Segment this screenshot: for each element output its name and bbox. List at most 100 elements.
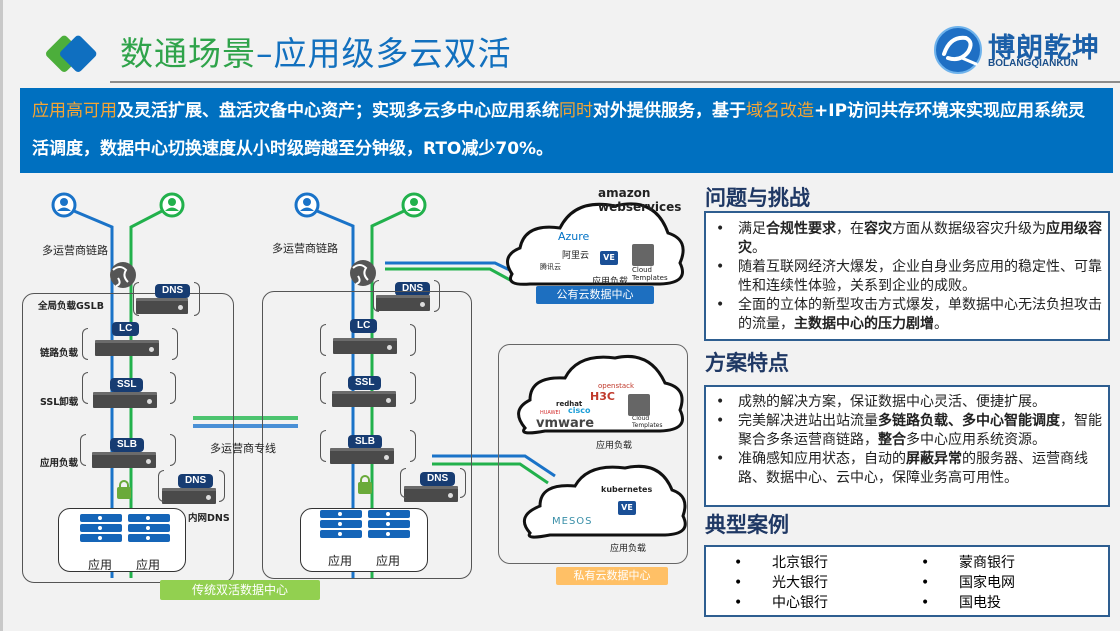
- cisco-logo: cisco: [568, 406, 591, 415]
- bracket: [170, 372, 176, 404]
- item-text: 全面的立体的新型攻击方式爆发，单数据中心无法负担攻击的流量，: [738, 297, 1102, 332]
- right-app-label-1: 应用: [328, 554, 353, 568]
- app-server-icon: [128, 514, 170, 522]
- problems-box: 满足合规性要求，在容灾方面从数据级容灾升级为应用级容灾。随着互联网经济大爆发，企…: [704, 211, 1110, 341]
- cloud-templates-icon-public: [632, 244, 654, 266]
- cases-title: 典型案例: [705, 513, 789, 537]
- title-green-part: 数通场景: [120, 34, 256, 73]
- aws-logo: amazon webservices: [598, 186, 682, 214]
- item-text: 的服务器、运营商线路、数据中心、云中心，保障业务高可用性。: [738, 451, 1088, 486]
- traditional-dc-tag: 传统双活数据中心: [160, 580, 320, 600]
- banner-text: 及灵活扩展、盘活灾备中心资产；实现多云多中心应用系统: [117, 101, 559, 121]
- internal-dns-server-right: [404, 486, 458, 502]
- app-server-icon: [80, 534, 122, 542]
- public-cloud-link-green: [385, 267, 513, 283]
- emphasis-text: 屏蔽异常: [906, 451, 962, 467]
- title-dash: –: [256, 34, 274, 73]
- problems-title: 问题与挑战: [705, 186, 810, 210]
- gslb-dns-server: [136, 298, 188, 314]
- problems-item: 全面的立体的新型攻击方式爆发，单数据中心无法负担攻击的流量，主数据中心的压力剧增…: [706, 296, 1108, 334]
- app-server-icon: [320, 510, 362, 518]
- bracket: [133, 282, 139, 316]
- private-cloud-bottom-shape: [522, 464, 687, 539]
- slb-badge-right: SLB: [348, 435, 382, 449]
- private-cloud-link-blue: [432, 454, 556, 478]
- emphasis-text: 容灾: [864, 221, 892, 237]
- app-lb-server-right: [330, 448, 394, 464]
- item-text: 完美解决进站出站流量: [738, 413, 878, 429]
- ssl-server: [93, 392, 157, 408]
- gslb-dns-server-right: [376, 295, 430, 311]
- brand-globe-icon: [934, 26, 982, 74]
- lock-icon-left: [117, 480, 131, 499]
- brand-logo: 博朗乾坤 BOLANGQIANKUN: [932, 24, 1112, 76]
- item-text: ，在: [836, 221, 864, 237]
- internet-globe-icon-right: [350, 260, 376, 286]
- emphasis-text: 主数据中心的压力剧增: [794, 316, 934, 332]
- huawei-logo: HUAWEI: [540, 410, 561, 416]
- features-item: 准确感知应用状态，自动的屏蔽异常的服务器、运营商线路、数据中心、云中心，保障业务…: [706, 450, 1108, 488]
- item-text: 成熟的解决方案，保证数据中心灵活、便捷扩展。: [738, 394, 1046, 410]
- dedicated-line-label: 多运营商专线: [210, 442, 276, 455]
- bracket: [320, 324, 326, 356]
- bracket: [158, 470, 164, 502]
- cases-grid: 北京银行蒙商银行光大银行国家电网中心银行国电投: [706, 547, 1108, 613]
- app-server-icon: [368, 510, 410, 518]
- app-server-icon: [128, 524, 170, 532]
- app-server-icon: [320, 520, 362, 528]
- private-cloud-templates-label: Cloud Templates: [632, 415, 663, 429]
- case-item: 光大银行: [734, 573, 921, 593]
- bracket: [194, 282, 200, 316]
- app-server-icon: [320, 530, 362, 538]
- slb-badge: SLB: [110, 438, 144, 452]
- vmware-logo: vmware: [536, 416, 595, 431]
- item-text: 方面从数据级容灾升级为: [892, 221, 1046, 237]
- ssl-offload-label: SSL卸载: [40, 397, 79, 408]
- bracket: [219, 470, 225, 502]
- link-lb-server-right: [333, 338, 397, 354]
- banner-text: 对外提供服务，基于: [593, 101, 746, 121]
- banner-highlight: 应用高可用: [32, 101, 117, 121]
- left-isp-link-label: 多运营商链路: [42, 244, 108, 257]
- bracket: [82, 328, 88, 360]
- public-cloud-tag: 公有云数据中心: [536, 286, 654, 304]
- app-server-icon: [80, 514, 122, 522]
- problems-item: 随着互联网经济大爆发，企业自身业务应用的稳定性、可靠性和连续性体验，关系到企业的…: [706, 258, 1108, 296]
- item-text: 满足: [738, 221, 766, 237]
- item-text: 。: [934, 316, 948, 332]
- link-lb-server: [95, 340, 159, 356]
- case-item: 北京银行: [734, 553, 921, 573]
- app-server-icon: [128, 534, 170, 542]
- bracket: [82, 372, 88, 404]
- app-server-icon: [368, 530, 410, 538]
- redhat-logo: redhat: [556, 400, 583, 408]
- bracket: [172, 328, 178, 360]
- left-app-label-2: 应用: [136, 558, 161, 572]
- features-item: 完美解决进站出站流量多链路负载、多中心智能调度，智能聚合多条运营商链路，整合多中…: [706, 412, 1108, 450]
- private-cloud-box: [498, 344, 688, 564]
- internet-globe-icon-left: [110, 262, 136, 288]
- banner-highlight: 域名改造: [746, 101, 814, 121]
- features-item: 成熟的解决方案，保证数据中心灵活、便捷扩展。: [706, 393, 1108, 412]
- right-datacenter-box: [262, 291, 472, 579]
- bracket: [373, 280, 379, 312]
- title-blue-part: 应用级多云双活: [273, 34, 512, 73]
- left-edge-bar: [0, 0, 3, 631]
- features-box: 成熟的解决方案，保证数据中心灵活、便捷扩展。完美解决进站出站流量多链路负载、多中…: [704, 385, 1110, 507]
- right-isp-link-label: 多运营商链路: [272, 242, 338, 255]
- app-server-icon: [80, 524, 122, 532]
- emphasis-text: 多链路负载、多中心智能调度: [878, 413, 1060, 429]
- brand-subtitle: BOLANGQIANKUN: [988, 58, 1078, 69]
- tencent-cloud-logo: 腾讯云: [540, 263, 561, 271]
- title-diamond-icon: [46, 35, 97, 72]
- lc-badge: LC: [112, 322, 140, 336]
- banner-text: +IP访问共存环境来实现应用系统灵活调度，数据中心切换速度从小时级跨越至分钟级，…: [32, 101, 1086, 159]
- public-app-lb-label: 应用负载: [592, 277, 629, 287]
- architecture-diagram: 多运营商链路 全局负载GSLB 链路负载 SSL卸载 应用负载 内网DNS DN…: [0, 178, 700, 631]
- emphasis-text: 应用级容灾: [738, 221, 1102, 256]
- public-cloud-templates-label: Cloud Templates: [632, 266, 668, 282]
- item-text: 准确感知应用状态，自动的: [738, 451, 906, 467]
- item-text: 随着互联网经济大爆发，企业自身业务应用的稳定性、可靠性和连续性体验，关系到企业的…: [738, 259, 1102, 294]
- case-item: 国家电网: [921, 573, 1108, 593]
- item-text: 。: [752, 240, 766, 256]
